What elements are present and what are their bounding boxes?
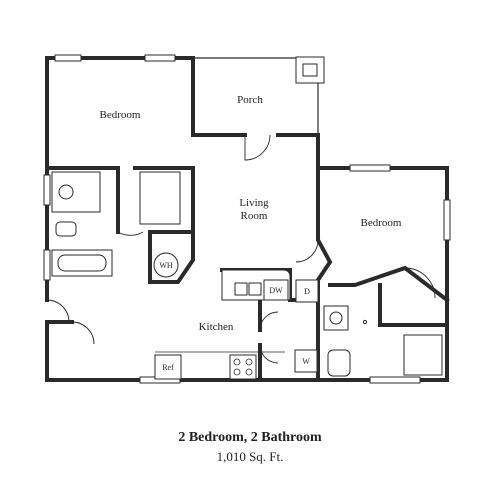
porch-area — [193, 56, 325, 135]
bathroom-1-fixtures — [51, 171, 181, 277]
plan-title: 2 Bedroom, 2 Bathroom — [178, 430, 322, 445]
water-heater — [153, 252, 179, 278]
fixture-label-dishwasher: DW — [269, 286, 283, 295]
room-label-bedroom-1: Bedroom — [100, 109, 141, 121]
floor-plan: Bedroom Porch Living Room Bedroom Kitche… — [43, 54, 451, 384]
plan-area: 1,010 Sq. Ft. — [216, 449, 284, 464]
bathroom-2-fixtures — [323, 305, 443, 377]
room-label-living-line-1: Living — [239, 197, 269, 209]
windows — [43, 54, 451, 384]
room-label-porch: Porch — [237, 94, 263, 106]
room-label-kitchen: Kitchen — [199, 321, 234, 333]
fixture-label-dryer: D — [304, 287, 310, 296]
room-label-living-line-2: Room — [241, 210, 268, 222]
kitchen-fixtures — [154, 269, 319, 380]
fixture-label-water-heater: WH — [159, 261, 173, 270]
room-label-bedroom-2: Bedroom — [361, 217, 402, 229]
fixture-label-refrigerator: Ref — [162, 363, 174, 372]
door-swings — [46, 134, 436, 364]
fixture-label-washer: W — [302, 357, 310, 366]
